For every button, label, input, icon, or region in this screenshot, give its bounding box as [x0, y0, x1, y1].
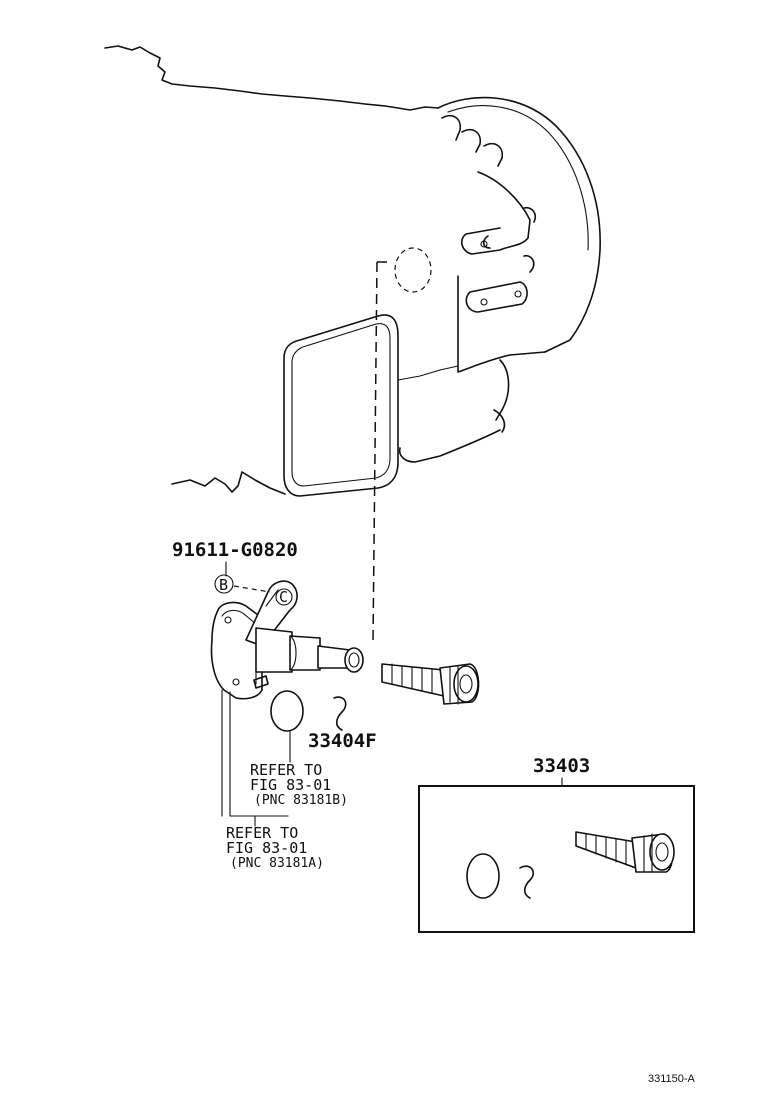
- driven-gear: [381, 663, 480, 705]
- refer-a-line2: FIG 83-01: [226, 839, 307, 857]
- clip-part-number: 33404F: [308, 730, 377, 752]
- refer-note-b: REFER TO FIG 83-01 (PNC 83181B): [250, 761, 348, 808]
- bolt-part-number: 91611-G0820: [172, 539, 298, 561]
- refer-a-line1: REFER TO: [226, 824, 298, 842]
- refer-note-a: REFER TO FIG 83-01 (PNC 83181A): [226, 824, 324, 871]
- transmission-case: [104, 45, 601, 641]
- callout-c-label: C: [279, 588, 288, 606]
- refer-b-line3: (PNC 83181B): [254, 793, 348, 808]
- callout-b-label: B: [219, 576, 228, 594]
- kit-box-33403: [418, 777, 695, 933]
- figure-id: 331150-A: [648, 1073, 696, 1085]
- refer-b-line1: REFER TO: [250, 761, 322, 779]
- refer-a-line3: (PNC 83181A): [230, 856, 324, 871]
- refer-b-line2: FIG 83-01: [250, 776, 331, 794]
- kit-part-number: 33403: [533, 755, 590, 777]
- speedometer-sleeve-assembly: [210, 561, 364, 827]
